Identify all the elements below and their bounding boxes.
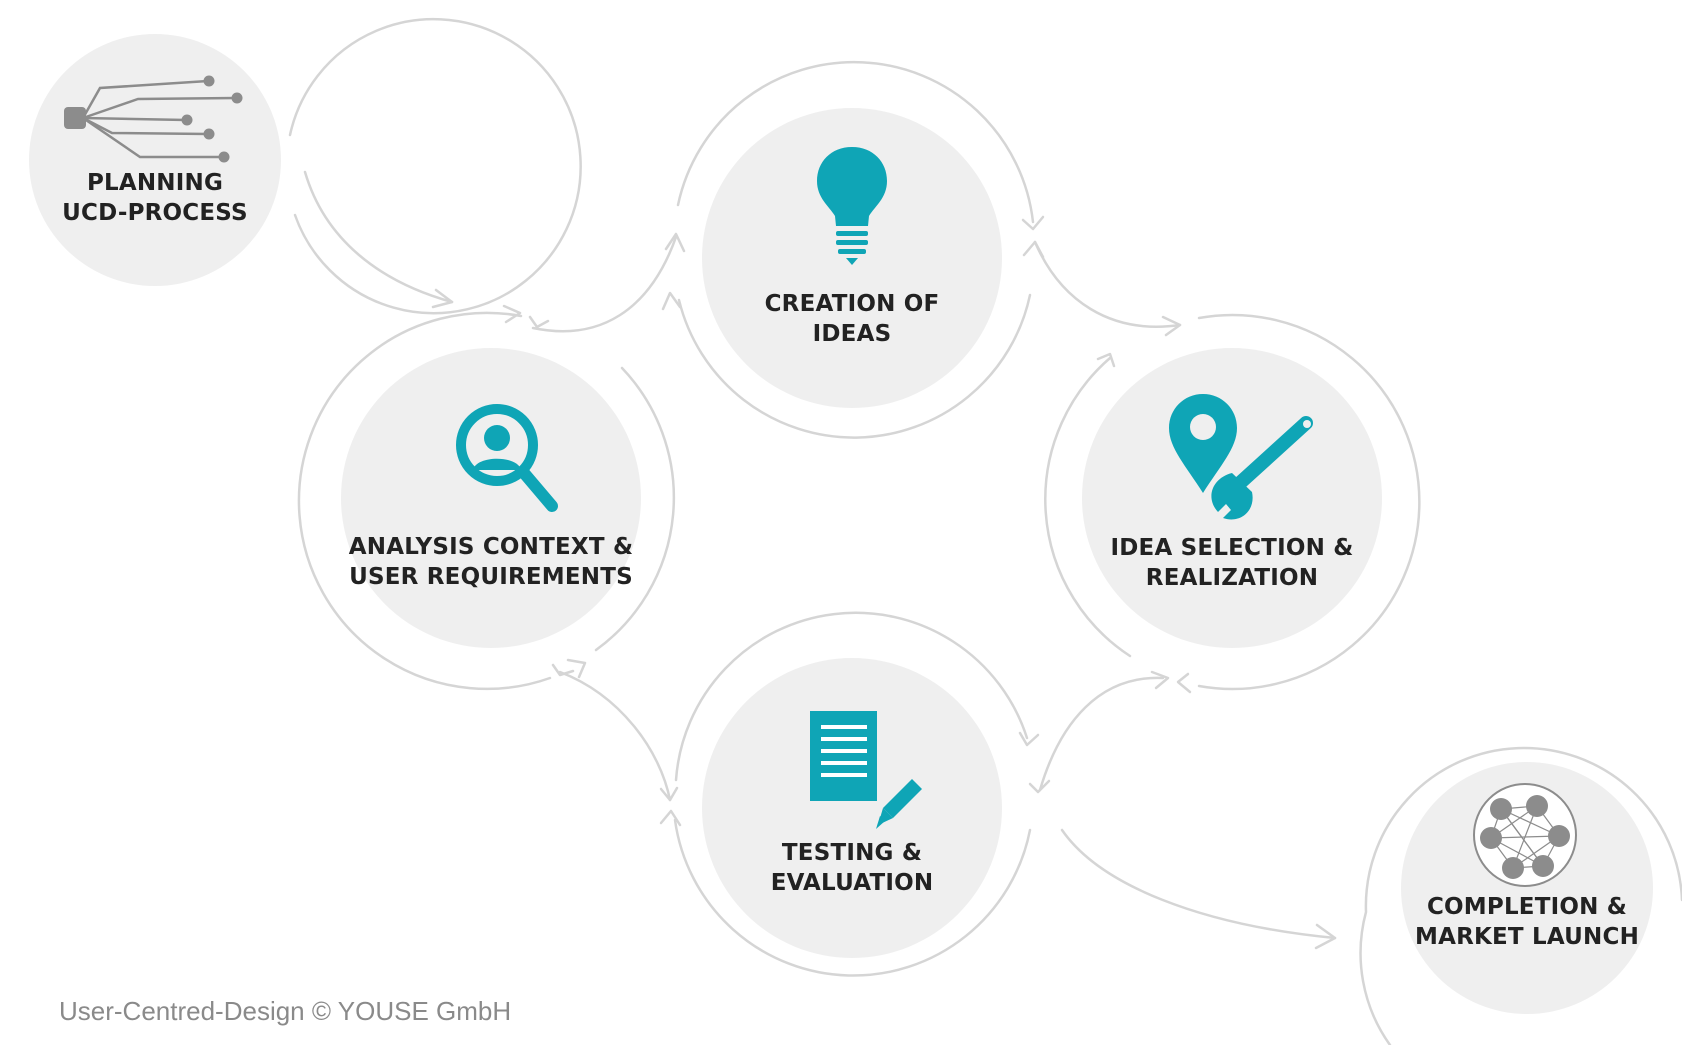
arrowhead [528, 315, 550, 329]
arrowhead [1028, 779, 1051, 794]
node-label-line: MARKET LAUNCH [1414, 924, 1640, 950]
arrowhead [664, 232, 686, 253]
node-label-ideas: CREATION OF IDEAS [712, 289, 992, 349]
ring-analysis-right [594, 366, 676, 652]
user-search-icon [456, 404, 558, 512]
node-label-testing: TESTING & EVALUATION [712, 838, 992, 898]
ring-selection-right [1197, 313, 1421, 691]
node-label-completion: COMPLETION & MARKET LAUNCH [1387, 892, 1667, 952]
disc-testing [702, 658, 1002, 958]
node-label-line: USER REQUIREMENTS [349, 564, 633, 590]
arrowhead [1022, 240, 1045, 259]
footer-copyright: User-Centred-Design © YOUSE GmbH [59, 996, 512, 1026]
node-label-line: ANALYSIS CONTEXT & [348, 534, 634, 560]
node-label-line: TESTING & [781, 840, 923, 866]
ring-testing-top [674, 611, 1029, 782]
node-label-selection: IDEA SELECTION & REALIZATION [1072, 533, 1392, 593]
ring-analysis [297, 311, 552, 691]
arrowhead [1096, 352, 1116, 368]
disc-completion [1401, 762, 1653, 1014]
arrowhead [659, 786, 679, 802]
network-icon [1473, 783, 1577, 887]
node-label-line: REALIZATION [1145, 565, 1319, 591]
disc-analysis [341, 348, 641, 648]
node-label-analysis: ANALYSIS CONTEXT & USER REQUIREMENTS [331, 532, 651, 592]
lightbulb-icon [817, 147, 887, 265]
arrowhead [659, 809, 682, 827]
disc-planning [29, 34, 281, 286]
node-label-line: EVALUATION [770, 870, 934, 896]
arrowhead [431, 288, 454, 309]
node-label-line: CREATION OF [764, 291, 940, 317]
ring-ideas-bottom [677, 293, 1032, 439]
arrowhead [566, 658, 587, 679]
connector-analysis-ideas [531, 235, 678, 333]
node-label-line: UCD-PROCESS [62, 200, 248, 226]
connector-ideas-selection [1033, 240, 1182, 328]
node-label-line: IDEAS [812, 321, 892, 347]
connector-testing-analysis [558, 670, 672, 802]
ring-planning [288, 17, 582, 315]
ring-testing-bottom [673, 818, 1032, 977]
document-pencil-icon [810, 711, 922, 829]
arrowhead [551, 663, 575, 677]
connector-testing-completion [1060, 828, 1337, 940]
arrowhead [1018, 731, 1040, 747]
ring-selection-left [1044, 356, 1132, 658]
circuit-icon [64, 75, 243, 163]
ring-ideas-top [676, 60, 1035, 224]
arrowhead [661, 291, 682, 311]
arrowhead [1150, 670, 1170, 690]
connector-planning-analysis [303, 170, 454, 304]
arrowhead [502, 304, 522, 324]
node-label-line: COMPLETION & [1426, 894, 1628, 920]
arrowhead [1176, 672, 1192, 694]
arrowhead [1314, 923, 1337, 950]
connector-selection-testing [1038, 676, 1165, 792]
node-label-line: PLANNING [86, 170, 224, 196]
ring-completion [1359, 746, 1682, 1045]
arrowhead [1021, 215, 1045, 231]
pin-wrench-icon [1169, 394, 1313, 520]
arrowhead [1161, 315, 1182, 337]
node-label-planning: PLANNING UCD-PROCESS [40, 168, 270, 228]
node-label-line: IDEA SELECTION & [1110, 535, 1354, 561]
